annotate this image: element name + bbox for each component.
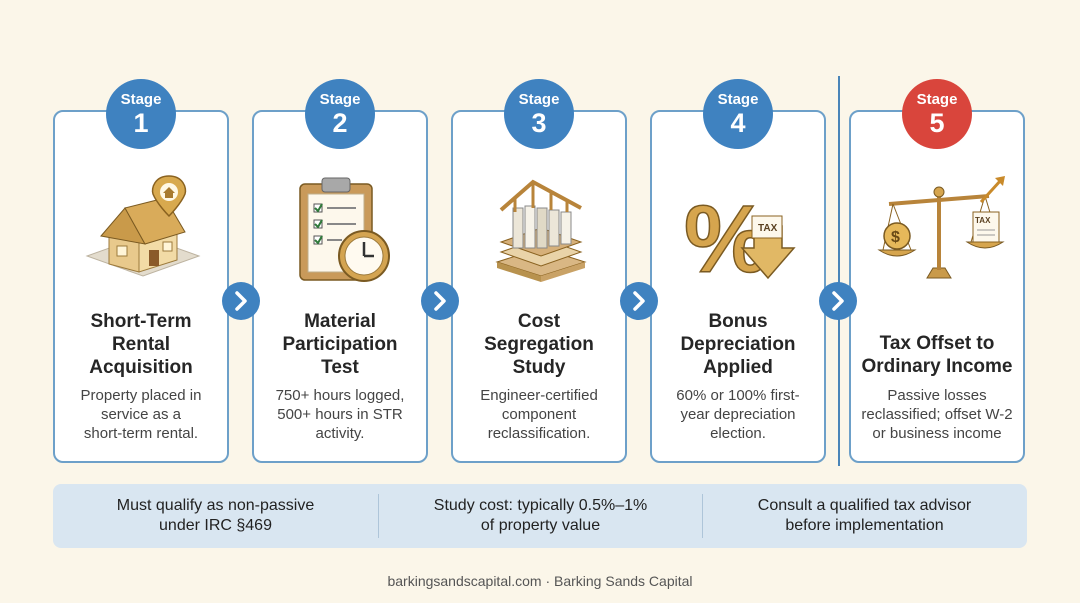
stage-number: 1 bbox=[133, 108, 149, 138]
footer-note-line: of property value bbox=[480, 517, 601, 534]
stage-title-line: Depreciation bbox=[680, 334, 796, 355]
stage-description-line: 750+ hours logged, bbox=[275, 387, 405, 404]
stage-badge-label: Stage bbox=[916, 91, 958, 108]
footer-note-line: Consult a qualified tax advisor bbox=[757, 497, 972, 514]
next-arrow-icon bbox=[819, 282, 857, 320]
stage-number: 5 bbox=[929, 108, 945, 138]
stage-description-line: 60% or 100% first- bbox=[676, 387, 800, 404]
stage-card-3: Cost Segregation Study Engineer-certifie… bbox=[451, 110, 627, 463]
stage-description-line: 500+ hours in STR bbox=[277, 406, 403, 423]
stage-badge-5: Stage 5 bbox=[902, 79, 972, 149]
stage-badge-4: Stage 4 bbox=[703, 79, 773, 149]
next-arrow-icon bbox=[421, 282, 459, 320]
stage-description-line: reclassification. bbox=[487, 425, 591, 442]
stage-description-line: reclassified; offset W-2 bbox=[861, 406, 1013, 423]
stage-card-2: Material Participation Test 750+ hours l… bbox=[252, 110, 428, 463]
stage-badge-3: Stage 3 bbox=[504, 79, 574, 149]
final-stage-divider bbox=[838, 76, 840, 466]
stage-title: Bonus Depreciation Applied bbox=[658, 310, 818, 379]
stage-card-1: Short-Term Rental Acquisition Property p… bbox=[53, 110, 229, 463]
next-arrow-icon bbox=[620, 282, 658, 320]
stage-title: Cost Segregation Study bbox=[459, 310, 619, 379]
footer-note-line: Must qualify as non-passive bbox=[116, 497, 315, 514]
footer-note-qualification: Must qualify as non-passive under IRC §4… bbox=[63, 496, 368, 536]
stage-badge-label: Stage bbox=[717, 91, 759, 108]
stage-description-line: Engineer-certified bbox=[480, 387, 598, 404]
stage-description: Engineer-certified component reclassific… bbox=[461, 386, 617, 443]
source-credit: barkingsandscapital.com · Barking Sands … bbox=[387, 573, 693, 589]
stage-title-line: Tax Offset to bbox=[879, 333, 995, 354]
stage-badge-1: Stage 1 bbox=[106, 79, 176, 149]
stage-description-line: component bbox=[501, 406, 577, 423]
stage-number: 3 bbox=[531, 108, 547, 138]
stage-title-line: Applied bbox=[703, 357, 773, 378]
stage-title-line: Study bbox=[512, 357, 566, 378]
footer-note-line: Study cost: typically 0.5%–1% bbox=[433, 497, 648, 514]
stage-card-5: $ TAX Tax Offset to Ordinary Income Pass… bbox=[849, 110, 1025, 463]
next-arrow-icon bbox=[222, 282, 260, 320]
stage-description-line: Property placed in bbox=[80, 387, 202, 404]
stage-badge-2: Stage 2 bbox=[305, 79, 375, 149]
percent-tax-down-icon: % TAX bbox=[670, 172, 810, 294]
stage-title: Material Participation Test bbox=[260, 310, 420, 379]
house-location-icon bbox=[73, 172, 213, 292]
stage-card-4: % TAX Bonus Depreciation Applied 60% or … bbox=[650, 110, 826, 463]
footer-notes-panel: Must qualify as non-passive under IRC §4… bbox=[53, 484, 1027, 548]
stage-description-line: election. bbox=[710, 425, 766, 442]
stage-description-line: year depreciation bbox=[680, 406, 796, 423]
stage-description: Passive losses reclassified; offset W-2 … bbox=[859, 386, 1015, 443]
tax-label-text: TAX bbox=[975, 216, 991, 225]
stage-badge-label: Stage bbox=[518, 91, 560, 108]
stage-description: Property placed in service as a short-te… bbox=[63, 386, 219, 443]
stage-description-line: Passive losses bbox=[887, 387, 987, 404]
stage-description-line: service as a bbox=[100, 406, 182, 423]
stage-description-line: short-term rental. bbox=[83, 425, 199, 442]
stage-badge-label: Stage bbox=[120, 91, 162, 108]
footer-note-consult: Consult a qualified tax advisor before i… bbox=[712, 496, 1017, 536]
stage-title-line: Ordinary Income bbox=[861, 356, 1013, 377]
stage-description: 60% or 100% first- year depreciation ele… bbox=[660, 386, 816, 443]
stage-title-line: Bonus bbox=[708, 311, 768, 332]
stage-description: 750+ hours logged, 500+ hours in STR act… bbox=[262, 386, 418, 443]
stage-description-line: activity. bbox=[315, 425, 365, 442]
stage-number: 4 bbox=[730, 108, 746, 138]
stage-title-line: Test bbox=[321, 357, 359, 378]
stage-title-line: Participation bbox=[282, 334, 398, 355]
clipboard-clock-icon bbox=[272, 172, 412, 292]
stage-badge-label: Stage bbox=[319, 91, 361, 108]
footer-note-line: under IRC §469 bbox=[159, 517, 272, 534]
footer-divider bbox=[378, 494, 379, 538]
balance-scale-icon: $ TAX bbox=[869, 172, 1009, 292]
footer-note-study-cost: Study cost: typically 0.5%–1% of propert… bbox=[388, 496, 693, 536]
stage-title-line: Short-Term bbox=[90, 311, 192, 332]
stage-title: Short-Term Rental Acquisition bbox=[61, 310, 221, 379]
stage-number: 2 bbox=[332, 108, 348, 138]
stage-title-line: Rental bbox=[111, 334, 171, 355]
footer-note-line: before implementation bbox=[785, 517, 944, 534]
building-components-icon bbox=[471, 172, 611, 292]
stage-title-line: Acquisition bbox=[89, 357, 193, 378]
tax-label-text: TAX bbox=[758, 223, 778, 234]
stage-title-line: Cost bbox=[517, 311, 561, 332]
stage-description-line: or business income bbox=[872, 425, 1002, 442]
stage-title: Tax Offset to Ordinary Income bbox=[857, 332, 1017, 378]
stage-title-line: Material bbox=[304, 311, 376, 332]
dollar-symbol: $ bbox=[891, 229, 900, 246]
footer-divider bbox=[702, 494, 703, 538]
stage-title-line: Segregation bbox=[484, 334, 594, 355]
